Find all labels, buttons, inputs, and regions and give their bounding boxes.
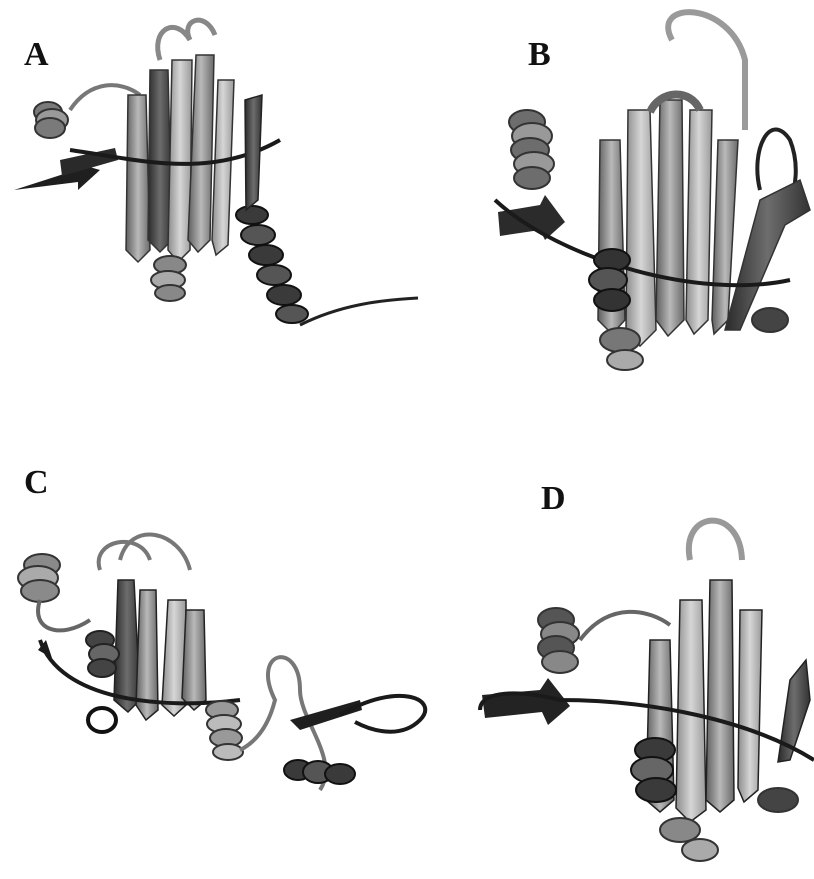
protein-ribbon-structure-d-icon	[0, 0, 814, 879]
